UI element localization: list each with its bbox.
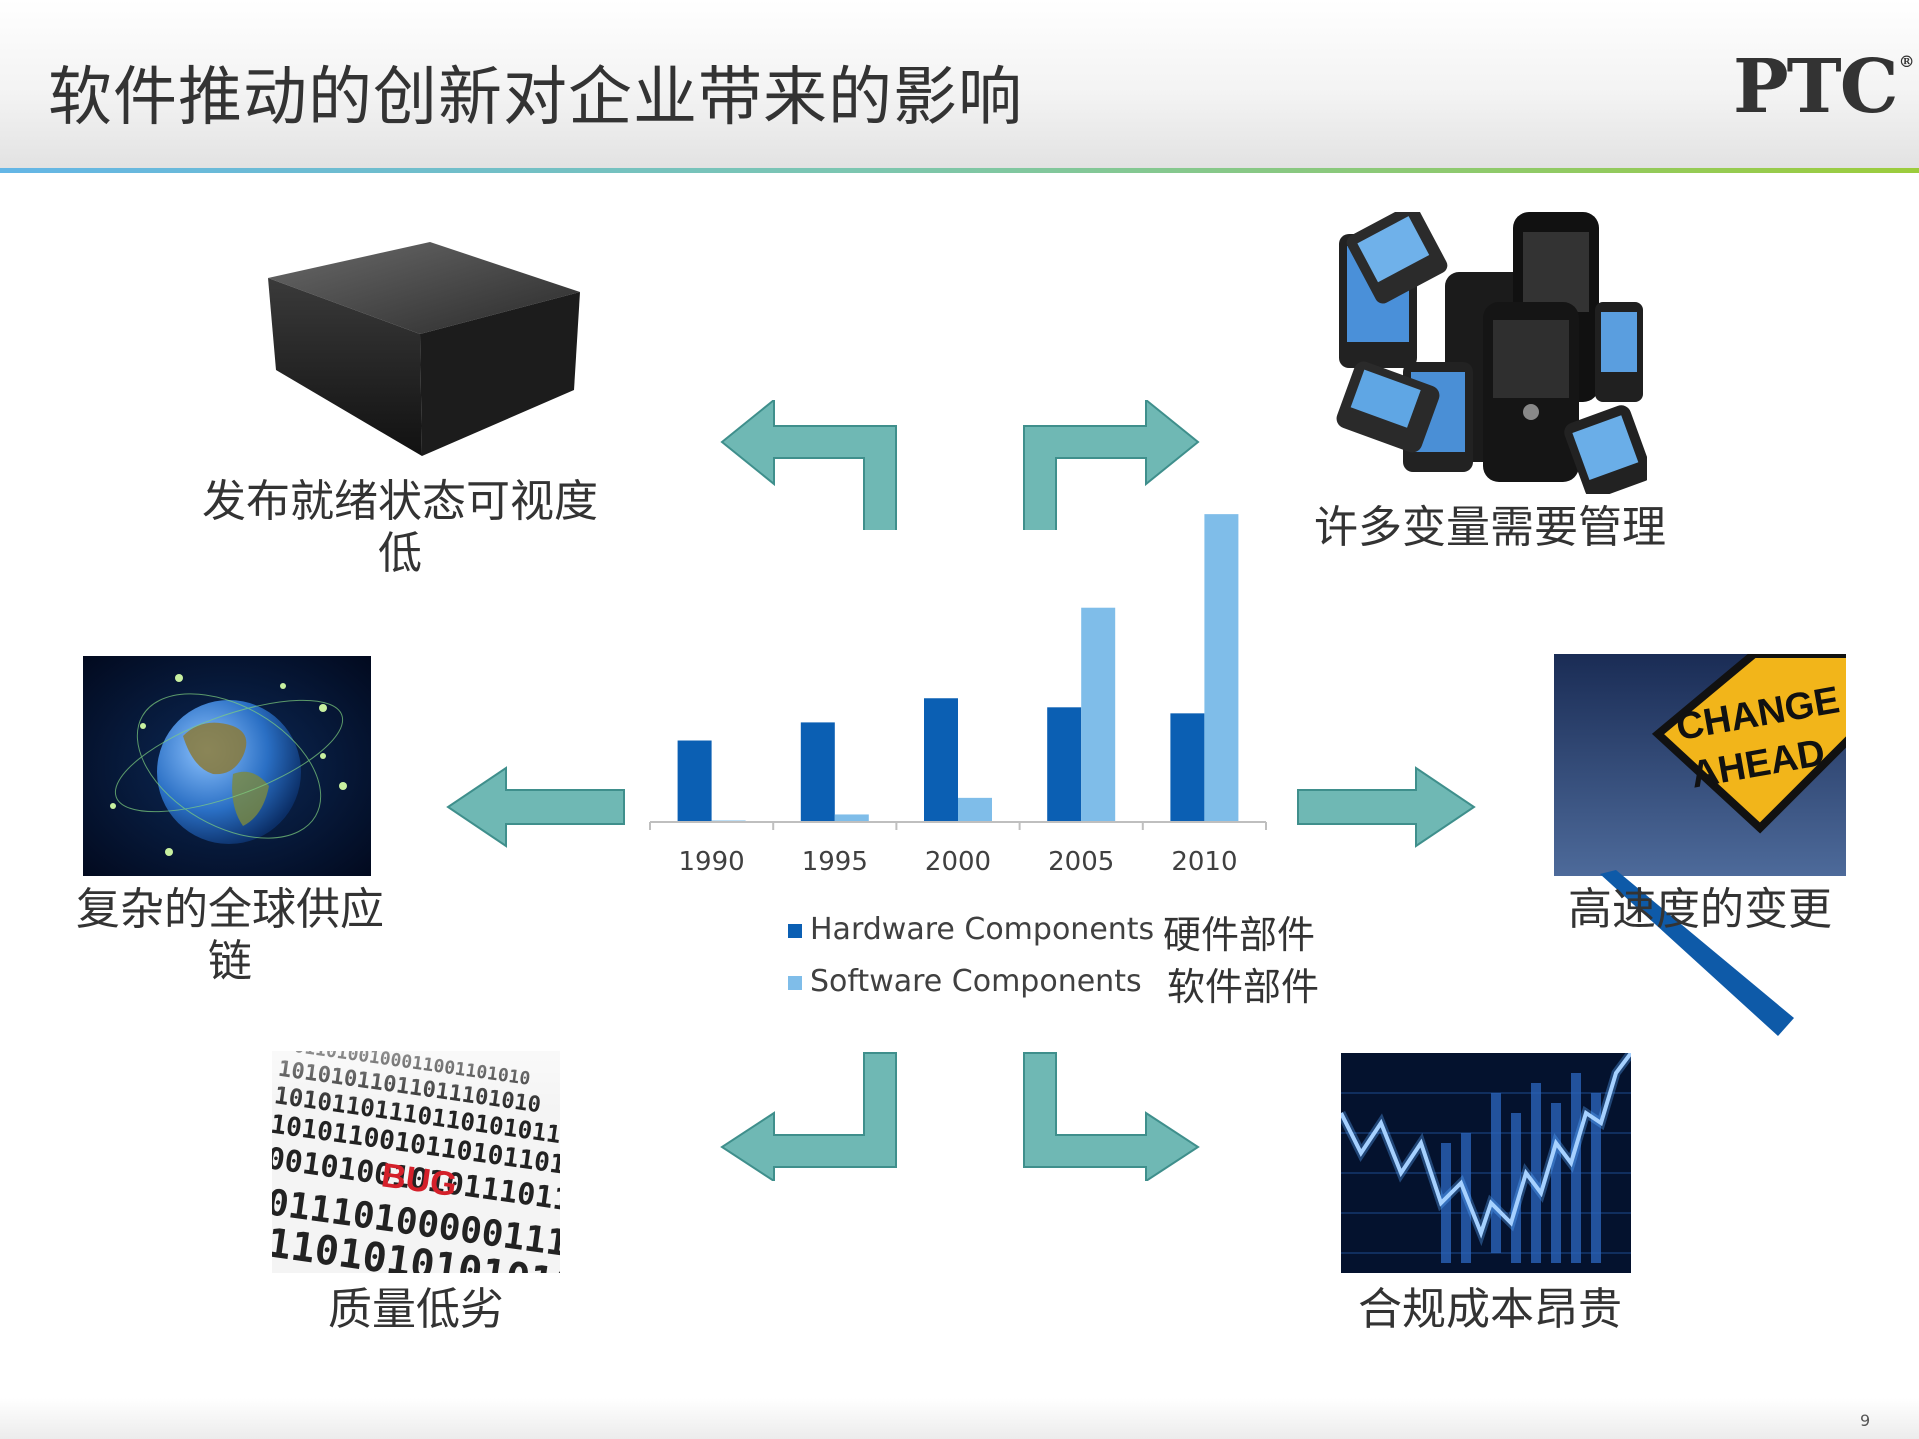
black-box-image xyxy=(268,242,580,456)
binary-bug-image: 0110100100011001101010 10101011011011101… xyxy=(272,1051,560,1273)
legend-software-swatch xyxy=(788,975,802,990)
change-ahead-sign-image: CHANGE AHEAD xyxy=(1554,654,1846,876)
bar-software-2010 xyxy=(1204,514,1239,822)
label-high-speed-change: 高速度的变更 xyxy=(1540,884,1860,936)
legend-hardware-chinese: 硬件部件 xyxy=(1163,913,1316,957)
label-release-readiness-line2: 低 xyxy=(378,528,422,579)
label-release-readiness-line1: 发布就绪状态可视度 xyxy=(202,476,598,527)
page-number: 9 xyxy=(1860,1411,1871,1430)
bar-hardware-2005 xyxy=(1047,707,1082,822)
stock-market-image xyxy=(1341,1053,1631,1273)
bar-software-1995 xyxy=(834,814,869,822)
label-many-variables: 许多变量需要管理 xyxy=(1300,502,1680,554)
bar-hardware-2000 xyxy=(924,698,958,822)
label-global-supply-chain-line1: 复杂的全球供应 xyxy=(76,884,384,935)
x-tick-label-2000: 2000 xyxy=(925,847,991,877)
label-release-readiness: 发布就绪状态可视度 低 xyxy=(170,476,630,580)
arrow-up-left xyxy=(720,400,897,530)
legend-software-chinese: 软件部件 xyxy=(1167,965,1320,1009)
arrow-left xyxy=(446,766,625,848)
header-divider xyxy=(0,168,1919,173)
label-many-variables-text: 许多变量需要管理 xyxy=(1314,502,1666,553)
globe-network-image xyxy=(83,656,371,876)
x-tick-label-2010: 2010 xyxy=(1171,847,1237,877)
label-global-supply-chain-line2: 链 xyxy=(208,936,252,987)
label-poor-quality: 质量低劣 xyxy=(276,1284,556,1336)
slide-header xyxy=(0,0,1919,170)
bar-software-2000 xyxy=(958,797,992,822)
mobile-phones-image xyxy=(1336,212,1647,494)
label-compliance-cost: 合规成本昂贵 xyxy=(1300,1284,1680,1336)
legend-software: Software Components xyxy=(788,964,1142,999)
label-poor-quality-text: 质量低劣 xyxy=(328,1284,504,1335)
bar-hardware-1995 xyxy=(800,722,835,822)
x-tick-label-2005: 2005 xyxy=(1048,847,1114,877)
registered-mark: ® xyxy=(1898,52,1915,71)
legend-hardware-swatch xyxy=(788,923,802,938)
diagonal-blue-bar xyxy=(1600,870,1794,1036)
label-compliance-cost-text: 合规成本昂贵 xyxy=(1358,1284,1622,1335)
legend-software-label: Software Components xyxy=(810,964,1142,999)
x-tick-label-1990: 1990 xyxy=(679,847,745,877)
label-global-supply-chain: 复杂的全球供应 链 xyxy=(60,884,400,988)
bar-hardware-2010 xyxy=(1170,713,1205,822)
x-tick-label-1995: 1995 xyxy=(802,847,868,877)
ptc-logo: PTC® xyxy=(1733,44,1915,130)
slide-footer xyxy=(0,1398,1919,1439)
legend-hardware-label: Hardware Components xyxy=(810,912,1155,947)
arrow-down-right xyxy=(1023,1052,1200,1181)
arrow-right xyxy=(1297,766,1476,848)
legend-hardware: Hardware Components xyxy=(788,912,1154,947)
bar-hardware-1990 xyxy=(677,740,712,822)
slide-title: 软件推动的创新对企业带来的影响 xyxy=(48,61,1023,135)
label-high-speed-change-text: 高速度的变更 xyxy=(1568,884,1832,935)
bar-software-2005 xyxy=(1081,607,1116,822)
hw-sw-bar-chart: 1990 1995 2000 2005 2010 xyxy=(649,514,1267,877)
arrow-down-left xyxy=(720,1052,897,1181)
ptc-logo-text: PTC xyxy=(1733,44,1899,130)
arrow-up-right xyxy=(1023,400,1200,530)
